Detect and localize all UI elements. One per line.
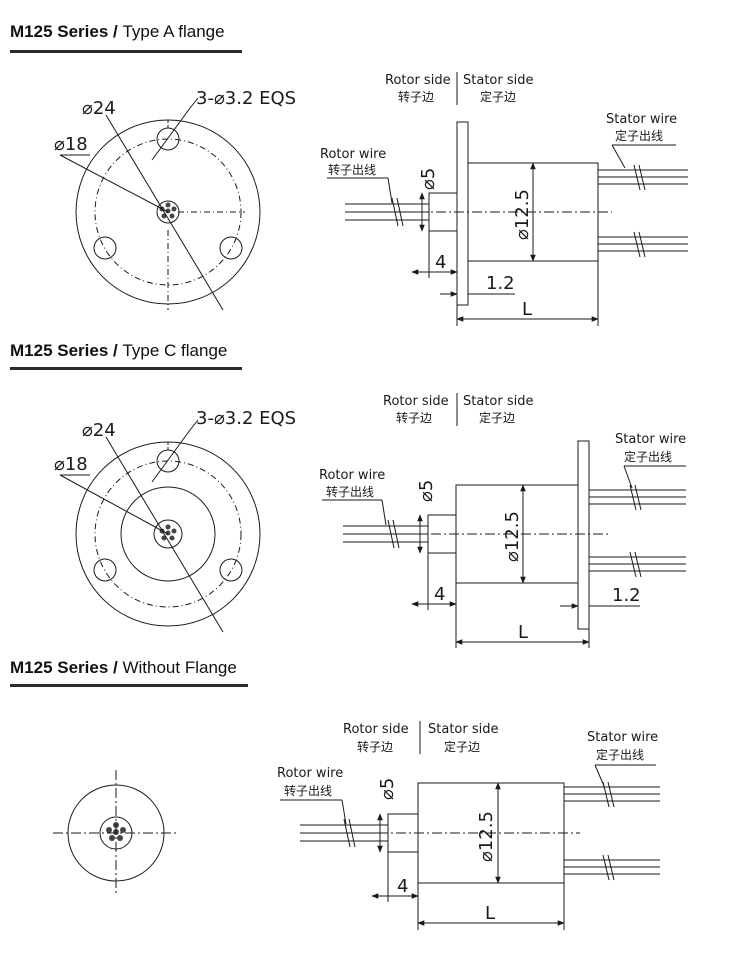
shaft-length-label: 4 [435, 252, 446, 273]
stator-wire-label: Stator wire [606, 112, 677, 127]
stator-side-cn-label: 定子边 [479, 410, 515, 425]
shaft-diameter-label: ⌀5 [418, 168, 439, 190]
side-view-type-a [327, 72, 688, 326]
stator-wire-cn-label: 定子出线 [596, 747, 644, 762]
rotor-wire-label: Rotor wire [319, 468, 385, 483]
rotor-wire-cn-label: 转子出线 [284, 783, 332, 798]
body-diameter-label: ⌀12.5 [512, 189, 533, 240]
rotor-side-label: Rotor side [383, 394, 449, 409]
section-underline [10, 367, 242, 370]
stator-side-label: Stator side [463, 73, 533, 88]
rotor-wire-label: Rotor wire [320, 147, 386, 162]
rotor-side-label: Rotor side [343, 722, 409, 737]
stator-wire-cn-label: 定子出线 [615, 128, 663, 143]
bolt-circle-label: ⌀18 [54, 134, 88, 155]
rotor-wire-label: Rotor wire [277, 766, 343, 781]
length-label: L [522, 299, 532, 320]
front-view-no-flange [53, 770, 179, 896]
rotor-side-label: Rotor side [385, 73, 451, 88]
flange-thickness-label: 1.2 [612, 585, 641, 606]
rotor-side-cn-label: 转子边 [398, 89, 434, 104]
stator-wire-label: Stator wire [615, 432, 686, 447]
side-view-no-flange [280, 721, 660, 930]
stator-side-label: Stator side [428, 722, 498, 737]
hole-spec-label: 3-⌀3.2 EQS [196, 88, 296, 109]
outer-diameter-label: ⌀24 [82, 420, 116, 441]
stator-wire-cn-label: 定子出线 [624, 449, 672, 464]
flange-thickness-label: 1.2 [486, 273, 515, 294]
length-label: L [518, 622, 528, 643]
rotor-wire-cn-label: 转子出线 [326, 484, 374, 499]
section-title-type-c: M125 Series / Type C flange [10, 341, 228, 360]
rotor-side-cn-label: 转子边 [357, 739, 393, 754]
front-view-type-c [59, 419, 261, 633]
shaft-diameter-label: ⌀5 [416, 480, 437, 502]
length-label: L [485, 903, 495, 924]
section-title-type-a: M125 Series / Type A flange [10, 22, 225, 41]
side-view-type-c [322, 393, 686, 648]
stator-side-label: Stator side [463, 394, 533, 409]
hole-spec-label: 3-⌀3.2 EQS [196, 408, 296, 429]
bolt-circle-label: ⌀18 [54, 454, 88, 475]
shaft-diameter-label: ⌀5 [377, 778, 398, 800]
section-underline [10, 50, 242, 53]
body-diameter-label: ⌀12.5 [502, 511, 523, 562]
section-underline [10, 684, 248, 687]
shaft-length-label: 4 [434, 584, 445, 605]
front-view-type-a [59, 97, 261, 311]
body-diameter-label: ⌀12.5 [476, 811, 497, 862]
outer-diameter-label: ⌀24 [82, 98, 116, 119]
rotor-side-cn-label: 转子边 [396, 410, 432, 425]
stator-side-cn-label: 定子边 [480, 89, 516, 104]
rotor-wire-cn-label: 转子出线 [328, 162, 376, 177]
section-title-no-flange: M125 Series / Without Flange [10, 658, 237, 677]
shaft-length-label: 4 [397, 876, 408, 897]
stator-side-cn-label: 定子边 [444, 739, 480, 754]
stator-wire-label: Stator wire [587, 730, 658, 745]
